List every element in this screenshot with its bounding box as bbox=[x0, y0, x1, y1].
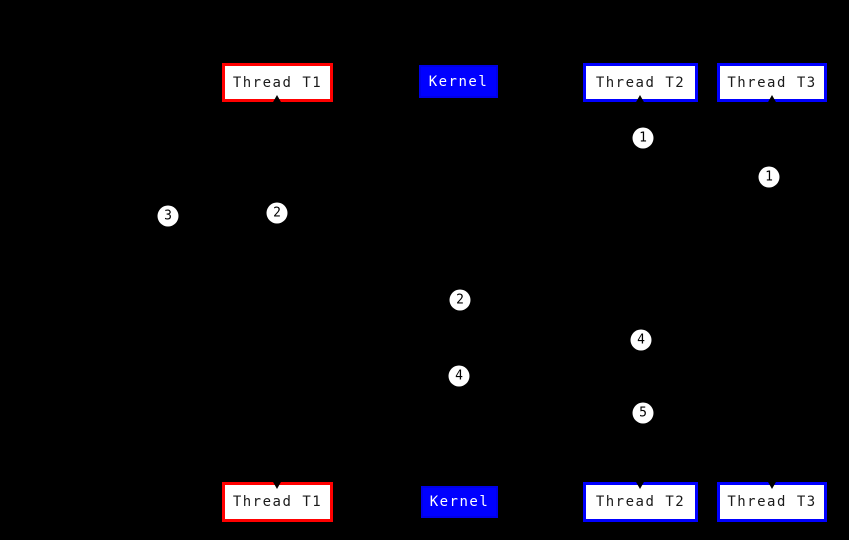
sequence-number-badge: 5 bbox=[632, 402, 654, 424]
lifeline-tick bbox=[272, 481, 282, 489]
sequence-number-badge: 1 bbox=[632, 127, 654, 149]
participant-thread-t2-label: Thread T2 bbox=[595, 74, 686, 91]
participant-thread-t1-top: Thread T1 bbox=[222, 63, 333, 102]
participant-kernel-label: Kernel bbox=[428, 73, 489, 90]
lifeline-tick bbox=[272, 95, 282, 103]
participant-thread-t3-label: Thread T3 bbox=[727, 494, 817, 510]
sequence-number-badge: 2 bbox=[449, 289, 471, 311]
lifeline-tick bbox=[635, 481, 645, 489]
participant-kernel-label: Kernel bbox=[429, 494, 490, 510]
participant-thread-t2-bottom: Thread T2 bbox=[583, 482, 698, 522]
lifeline-tick bbox=[767, 95, 777, 103]
sequence-number-badge: 3 bbox=[157, 205, 179, 227]
participant-thread-t2-label: Thread T2 bbox=[595, 494, 686, 510]
participant-thread-t1-label: Thread T1 bbox=[232, 494, 323, 510]
sequence-number-badge: 4 bbox=[630, 329, 652, 351]
participant-thread-t1-label: Thread T1 bbox=[232, 74, 323, 91]
participant-kernel-top: Kernel bbox=[419, 65, 498, 98]
sequence-number-badge: 2 bbox=[266, 202, 288, 224]
participant-kernel-bottom: Kernel bbox=[421, 486, 498, 518]
lifeline-tick bbox=[767, 481, 777, 489]
sequence-number-badge: 4 bbox=[448, 365, 470, 387]
participant-thread-t3-label: Thread T3 bbox=[727, 74, 817, 91]
lifeline-tick bbox=[635, 95, 645, 103]
sequence-number-badge: 1 bbox=[758, 166, 780, 188]
